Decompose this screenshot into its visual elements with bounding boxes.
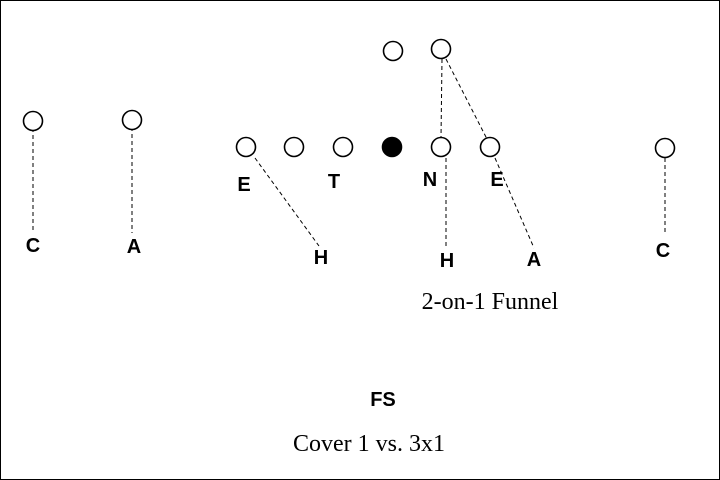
offense-players [22, 38, 676, 159]
assignment-line-h-left [254, 157, 320, 247]
defender-label-c-left: C [26, 235, 40, 257]
defender-label-e-right: E [490, 169, 503, 191]
defense-labels: C A E T N E H H A C FS [26, 169, 670, 411]
defender-label-h-left: H [314, 247, 328, 269]
player-ol-right-tackle [479, 136, 501, 158]
player-qb [382, 40, 404, 62]
player-ol-right-guard [430, 136, 452, 158]
player-wr-right [654, 137, 676, 159]
player-wr-left-outside [22, 110, 44, 132]
defender-label-a-right: A [527, 249, 541, 271]
assignment-lines [32, 58, 666, 249]
diagram-caption: Cover 1 vs. 3x1 [293, 431, 445, 457]
player-ol-left-end [235, 136, 257, 158]
assignment-line-a-right [494, 157, 535, 249]
defender-label-a-left: A [127, 236, 141, 258]
player-center-ball [381, 136, 403, 158]
assignment-line-qb-to-tackle [445, 58, 488, 140]
defender-label-n: N [423, 169, 437, 191]
player-ol-left-tackle [283, 136, 305, 158]
defender-label-h-right: H [440, 250, 454, 272]
defender-label-t: T [328, 171, 340, 193]
player-rb [430, 38, 452, 60]
player-ol-left-guard [332, 136, 354, 158]
player-wr-left-inside [121, 109, 143, 131]
defender-label-c-right: C [656, 240, 670, 262]
defender-label-e-left: E [237, 174, 250, 196]
defender-label-fs: FS [370, 389, 396, 411]
funnel-annotation: 2-on-1 Funnel [422, 289, 559, 315]
assignment-line-qb-to-guard [440, 58, 443, 139]
